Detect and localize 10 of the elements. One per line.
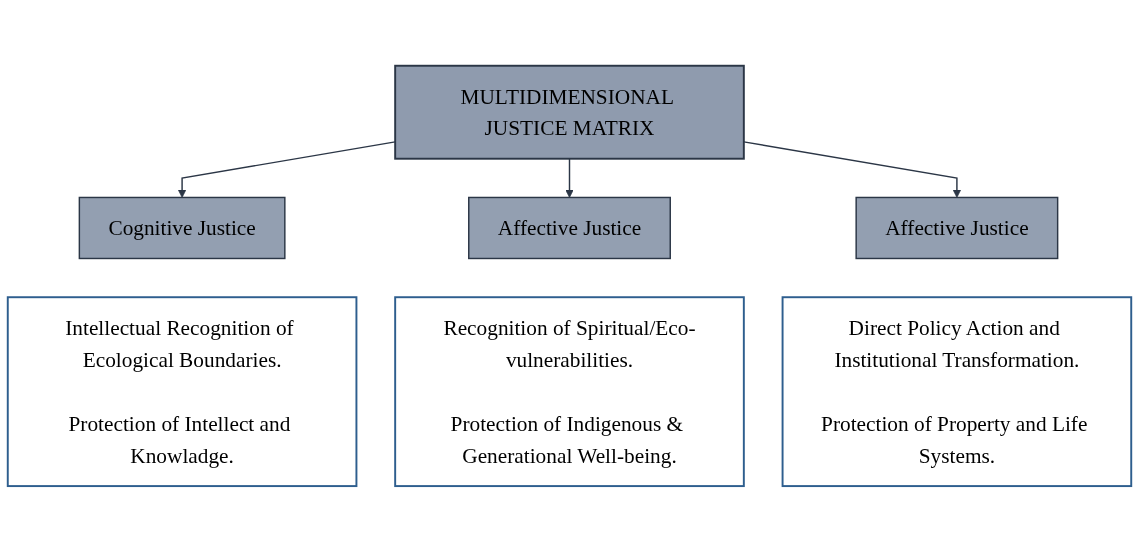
arrow [743,140,962,198]
arrow [565,157,574,198]
node-box: Intellectual Recognition of Ecological Boundaries. Protection of Intellect and Knowladge. [6,295,358,487]
arrow [177,140,396,198]
node-box: MULTIDIMENSIONAL JUSTICE MATRIX [394,64,745,160]
node-box: Direct Policy Action and Institutional Transformation. Protection of Property and Life Systems. [781,295,1133,487]
node-box: Recognition of Spiritual/Eco-vulnerabilities. Protection of Indigenous & Generational Well-being. [394,295,745,487]
node-box: Affective Justice [855,196,1059,259]
node-box: Cognitive Justice [78,196,286,259]
node-box: Affective Justice [468,196,671,259]
